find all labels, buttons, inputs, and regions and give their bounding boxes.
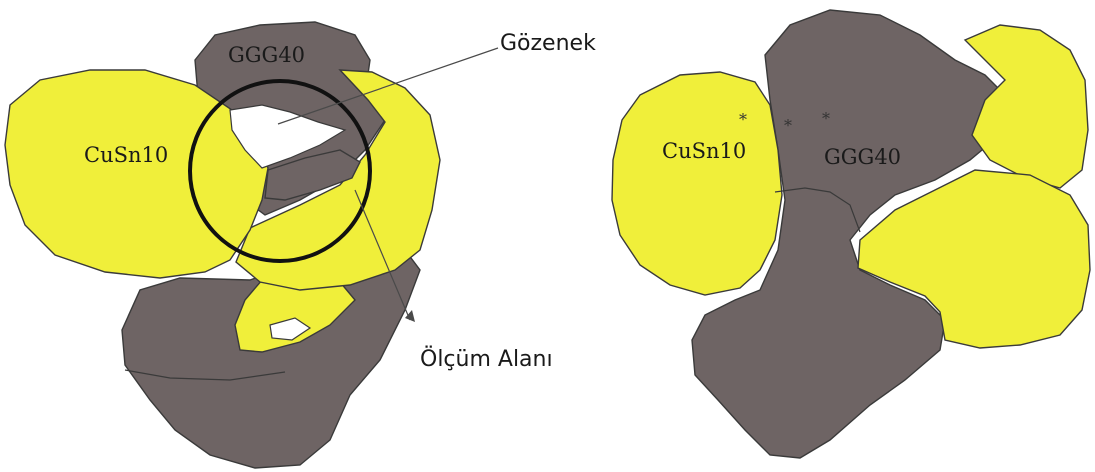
right-label-cusn10: CuSn10 (662, 139, 746, 163)
callout-pore-label: Gözenek (500, 31, 596, 56)
right-marker-1: * (739, 110, 747, 129)
left-label-cusn10: CuSn10 (84, 143, 168, 167)
right-yellow-cusn10 (612, 72, 782, 295)
right-yellow-top (965, 25, 1088, 188)
left-figure: CuSn10 GGG40 Gözenek Ölçüm Alanı (5, 22, 596, 468)
right-marker-3: * (822, 109, 830, 128)
right-marker-2: * (784, 116, 792, 135)
callout-measurement-area-label: Ölçüm Alanı (420, 346, 553, 372)
right-label-ggg40: GGG40 (824, 145, 901, 169)
left-label-ggg40: GGG40 (228, 43, 305, 67)
right-figure: * * * CuSn10 GGG40 (612, 10, 1090, 458)
